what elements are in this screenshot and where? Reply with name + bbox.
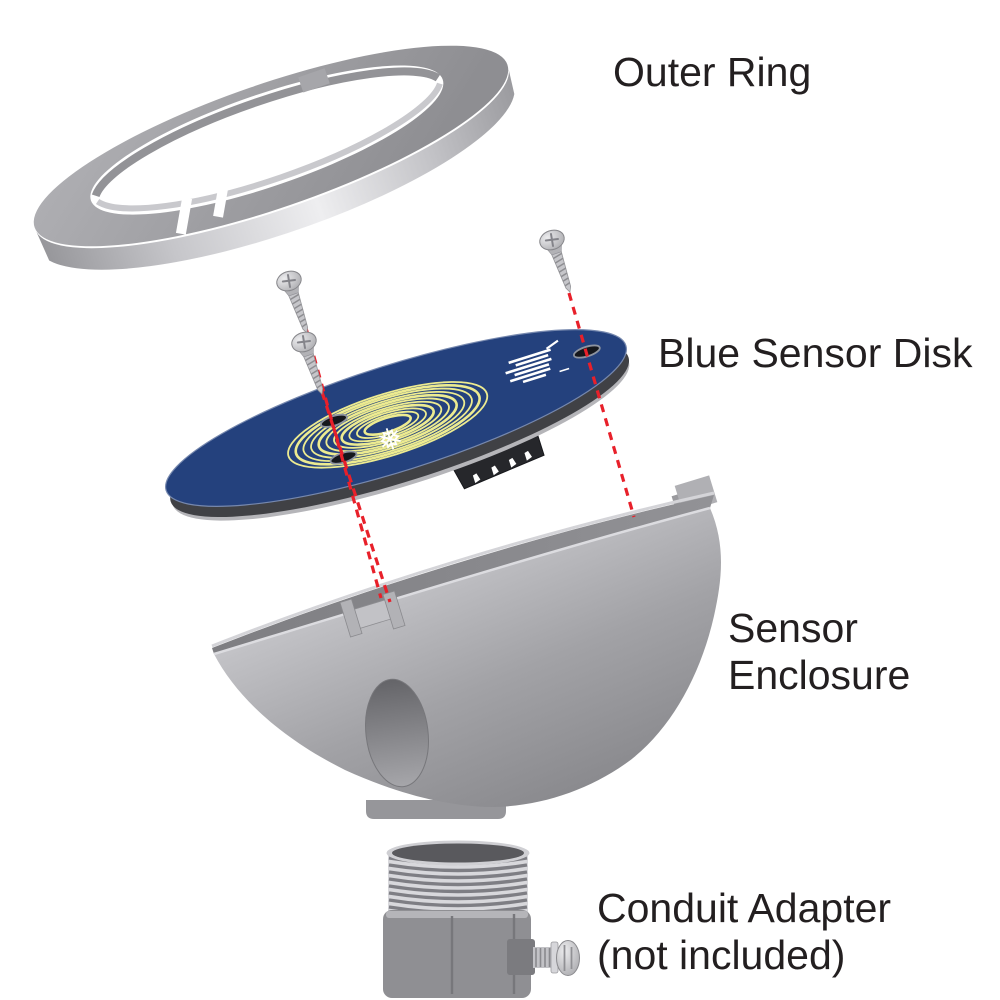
set-screw-boss: [507, 939, 535, 975]
outer-ring-slot-right: [213, 182, 229, 218]
label-blue-sensor-disk: Blue Sensor Disk: [658, 330, 973, 376]
outer-ring-inner-notch: [298, 68, 330, 93]
label-sensor-enclosure-line2: Enclosure: [728, 652, 910, 698]
outer-ring: [33, 45, 515, 270]
label-conduit-adapter-line2: (not included): [597, 932, 845, 978]
sensor-enclosure: [211, 475, 721, 819]
conduit-adapter-opening: [392, 843, 524, 863]
label-outer-ring: Outer Ring: [613, 49, 811, 95]
outer-ring-band: [35, 66, 515, 270]
connector-pins: [472, 450, 532, 484]
set-screw: [533, 940, 580, 976]
blue-sensor-disk: ❅: [165, 329, 630, 521]
alignment-line-right: [567, 292, 636, 518]
enclosure-front-lip-edge: [213, 506, 711, 656]
conduit-adapter-body-top-band: [386, 911, 528, 918]
sensing-coil: [287, 381, 489, 469]
brand-logo: [505, 339, 570, 384]
mounting-screw-1: [274, 268, 319, 337]
conduit-adapter: [383, 840, 580, 998]
enclosure-rim-back-edge: [211, 491, 715, 648]
mounting-screw-3: [537, 227, 582, 296]
outer-ring-inner-near-wall: [95, 82, 443, 212]
conduit-adapter-body: [383, 910, 531, 998]
enclosure-rim-inner-band: [212, 495, 714, 654]
disk-top-face: [165, 329, 627, 507]
label-conduit-adapter-line1: Conduit Adapter: [597, 885, 891, 931]
enclosure-body: [214, 508, 721, 808]
outer-ring-inner-far-wall: [91, 67, 441, 198]
enclosure-oval-slot: [365, 678, 429, 788]
label-sensor-enclosure-line1: Sensor: [728, 605, 858, 651]
mounting-hole: [320, 413, 348, 428]
alignment-line-left-2: [320, 391, 392, 603]
outer-ring-slot-left: [175, 197, 193, 235]
outer-ring-top-surface: [33, 45, 509, 247]
